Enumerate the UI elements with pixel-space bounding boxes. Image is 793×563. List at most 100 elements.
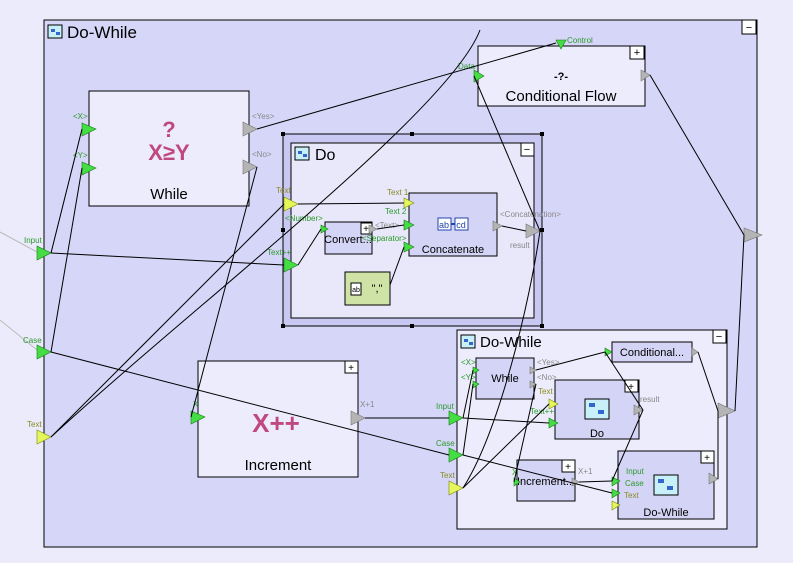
minus-icon: − [716,331,722,343]
port-label: Input [436,402,455,411]
yes-port[interactable] [242,121,258,137]
inner-while-block[interactable]: While <X> <Y> <Yes> <No> [461,357,560,400]
increment-icon: X++ [252,408,300,438]
case-port[interactable] [611,488,621,499]
block-label: Increment [245,457,313,474]
block-label: While [150,186,188,203]
conditional-icon: -?- [554,71,568,83]
convert-block[interactable]: Convert... + <Number> <Text> [285,214,399,255]
port-label: <Y> [73,151,88,160]
port-label: result [640,395,660,404]
inner-conditional-block[interactable]: Conditional... [604,341,699,363]
port-label: <Yes> [252,112,275,121]
port-label: Text++ [267,248,291,257]
conditional-flow-block[interactable]: + -?- Conditional Flow Control Data [458,36,651,107]
port-label: Input [626,467,645,476]
port-label: <X> [461,358,476,367]
output-port[interactable] [640,69,651,82]
port-label: Text [27,420,42,429]
concat-out-port[interactable] [492,220,503,232]
inner-increment-block[interactable]: + Increment... X X+1 [512,459,593,502]
expand-button[interactable] [561,459,576,473]
text-port[interactable] [611,500,621,511]
port-label: <No> [252,150,272,159]
block-label: Do-While [643,507,688,519]
concat-icon-text: cd [456,220,466,230]
port-label: X [512,468,518,477]
port-label: Input [24,236,43,245]
port-label: Text [538,387,553,396]
literal-value: "," [372,283,383,295]
output-port[interactable] [708,472,719,485]
plus-icon: + [363,224,369,235]
block-label: Conditional... [620,347,684,359]
port-label: <Yes> [537,358,560,367]
while-block[interactable]: ? X≥Y While <X> <Y> <Yes> <No> [73,90,275,207]
literal-block[interactable]: ab "," [344,271,391,306]
expand-button[interactable] [629,45,645,60]
container-icon [653,474,679,496]
port-label: <Number> [285,214,323,223]
container-icon [47,24,63,39]
inner-text-port[interactable] [448,480,464,496]
yes-port[interactable] [529,366,537,375]
inner-do-block[interactable]: + Do Text Text++ result [530,379,660,440]
port-label: Text 1 [387,188,409,197]
question-icon: ? [162,117,175,142]
plus-icon: + [565,462,571,473]
port-label: result [510,241,530,250]
block-label: While [491,373,519,385]
concat-icon-text: ab [439,220,449,230]
port-label: Data [458,62,475,71]
concatenate-block[interactable]: ab cd Concatenate Text 1 Text 2 <Separat… [362,188,561,257]
block-label: Conditional Flow [506,88,617,105]
port-label: Text [276,186,291,195]
selection-handles[interactable] [281,132,544,328]
output-port[interactable] [691,347,699,357]
collapse-icon: − [746,22,752,34]
x-port[interactable] [190,410,206,425]
text-port[interactable] [36,429,52,445]
collapse-button[interactable] [741,19,757,35]
text-out-port[interactable] [368,224,378,234]
connection-wires [50,29,745,494]
result-port[interactable] [633,404,644,416]
port-label: Text 2 [385,207,407,216]
port-label: <No> [537,373,557,382]
port-label: Text [440,471,455,480]
outer-title: Do-While [67,23,137,42]
port-label: <Y> [461,373,476,382]
port-label: Text [624,491,639,500]
inner-dowhile-container[interactable]: Do-While − While <X> <Y> <Yes> <No> Cond… [436,329,736,530]
literal-icon-text: ab [352,287,360,294]
x-plus-1-port[interactable] [350,410,366,426]
compare-icon: X≥Y [148,140,190,165]
case-port[interactable] [36,344,52,360]
external-wire [0,319,38,351]
input-port[interactable] [36,245,52,261]
plus-icon: + [704,453,710,464]
inner-title: Do-While [480,334,542,351]
container-icon [294,146,310,161]
port-label: X+1 [360,400,375,409]
port-label: Case [436,439,455,448]
block-label: Convert... [324,234,372,246]
control-port[interactable] [555,39,567,50]
increment-block[interactable]: + X++ Increment X X+1 [190,360,375,478]
do-container[interactable]: Do − Convert... + <Number> <Text> ab cd … [267,132,561,328]
expand-button[interactable] [344,360,359,374]
expand-button[interactable] [700,450,715,464]
literal-icon [350,282,362,296]
plus-icon: + [348,363,354,374]
plus-icon: + [628,382,634,393]
no-port[interactable] [242,159,258,175]
collapse-button[interactable] [712,329,727,344]
no-port[interactable] [529,380,537,389]
inner-dowhile-block[interactable]: + Do-While Input Case Text [611,450,719,520]
port-label: Case [625,479,644,488]
do-title: Do [315,147,336,164]
block-label: Increment... [517,476,575,488]
collapse-button[interactable] [520,142,535,157]
block-label: Concatenate [422,244,484,256]
